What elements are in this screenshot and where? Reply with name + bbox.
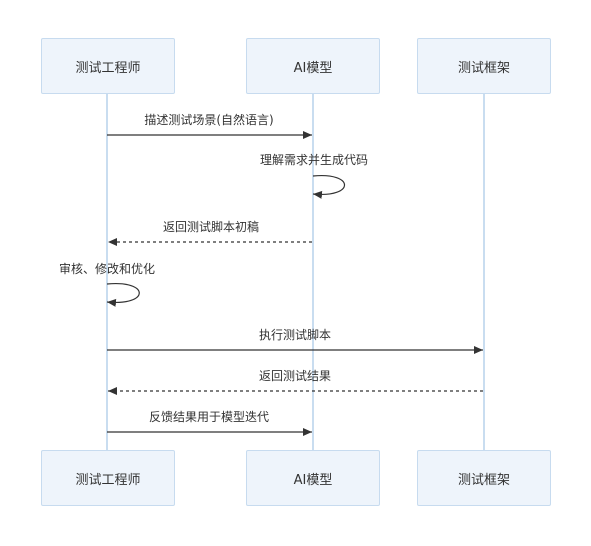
message-label-7: 反馈结果用于模型迭代: [148, 410, 270, 424]
participant-tester-bottom: 测试工程师: [41, 450, 175, 506]
message-label-5: 执行测试脚本: [258, 328, 332, 342]
participant-ai-top: AI模型: [246, 38, 380, 94]
arrow-tester-self: [106, 283, 140, 307]
message-label-4: 审核、修改和优化: [58, 262, 156, 276]
lifeline-tester: [106, 94, 108, 450]
arrow-ai-self: [312, 175, 345, 199]
participant-tester-top: 测试工程师: [41, 38, 175, 94]
message-label-6: 返回测试结果: [258, 369, 332, 383]
participant-framework-top: 测试框架: [417, 38, 551, 94]
participant-framework-bottom: 测试框架: [417, 450, 551, 506]
participant-ai-bottom: AI模型: [246, 450, 380, 506]
lifeline-ai: [312, 94, 314, 450]
message-label-3: 返回测试脚本初稿: [162, 220, 260, 234]
message-label-2: 理解需求并生成代码: [259, 153, 369, 167]
lifeline-framework: [483, 94, 485, 450]
message-label-1: 描述测试场景(自然语言): [144, 113, 274, 127]
